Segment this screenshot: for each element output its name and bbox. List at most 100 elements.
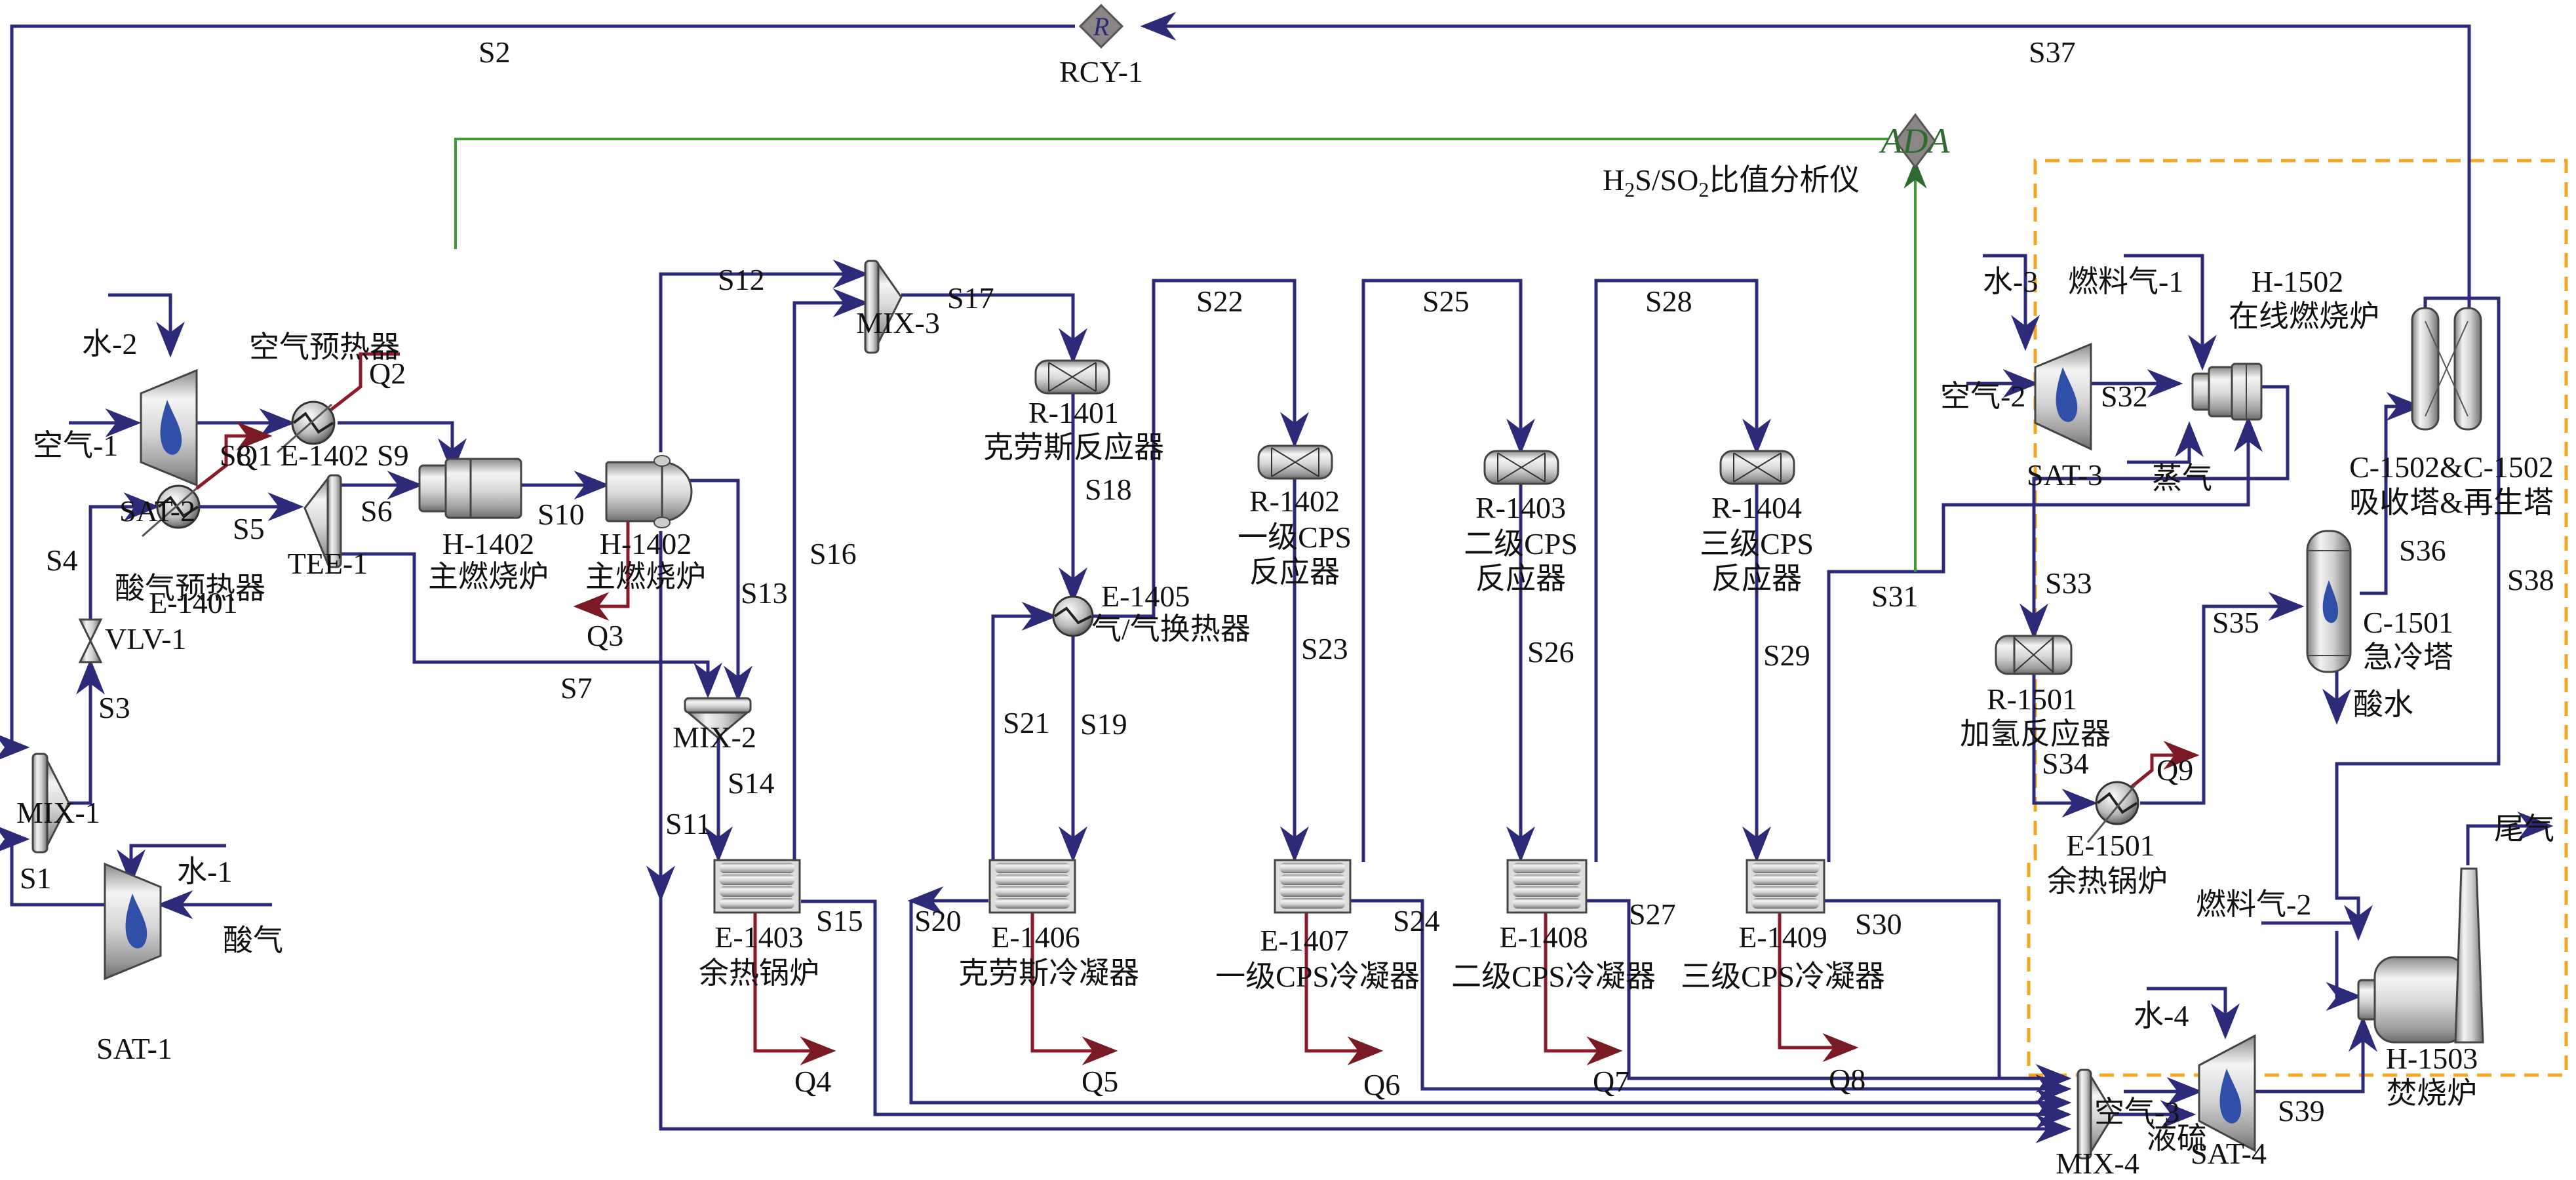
stream-S2[interactable] xyxy=(0,24,1075,762)
energy-Q1[interactable] xyxy=(195,422,273,490)
stream-S22[interactable] xyxy=(1091,279,1309,618)
tail-gas-outlet[interactable] xyxy=(2466,812,2554,865)
stream-S21[interactable] xyxy=(991,602,1058,862)
label-water-2: 水-2 xyxy=(82,327,137,361)
stream-S17[interactable] xyxy=(901,293,1087,364)
label-S3: S3 xyxy=(98,691,130,724)
energy-Q9[interactable] xyxy=(2122,741,2200,795)
stream-S7[interactable] xyxy=(334,552,722,699)
stream-S13[interactable] xyxy=(690,479,752,702)
desc-E-1401: 酸气预热器 xyxy=(115,572,265,605)
label-S23: S23 xyxy=(1301,632,1348,665)
stream-S20-to-mix4[interactable] xyxy=(909,901,2072,1117)
R-1404[interactable] xyxy=(1719,450,1795,485)
E-1401[interactable] xyxy=(142,484,201,538)
label-S39: S39 xyxy=(2278,1094,2325,1128)
E-1407[interactable] xyxy=(1274,859,1352,914)
stream-S24[interactable] xyxy=(1350,899,2072,1103)
stream-S9[interactable] xyxy=(338,421,467,475)
label-steam: 蒸气 xyxy=(2152,462,2212,495)
stream-S1[interactable] xyxy=(0,825,105,907)
energy-Q6[interactable] xyxy=(1304,911,1384,1065)
energy-Q2[interactable] xyxy=(330,352,400,411)
R-1401[interactable] xyxy=(1034,359,1110,395)
stream-S38[interactable] xyxy=(2335,308,2501,941)
stream-S38-to-H1503[interactable] xyxy=(2326,931,2362,1011)
stream-S33[interactable] xyxy=(2020,385,2290,640)
E-1402[interactable] xyxy=(277,401,336,454)
stream-S16[interactable] xyxy=(792,288,869,862)
VLV-1[interactable] xyxy=(78,618,103,663)
SAT-3[interactable] xyxy=(2034,342,2092,451)
SAT-1[interactable] xyxy=(104,862,162,981)
E-1501[interactable] xyxy=(2086,781,2139,843)
E-1403[interactable] xyxy=(605,455,693,528)
label-liquid-sulfur: 液硫 xyxy=(2147,1122,2207,1155)
stream-S27[interactable] xyxy=(1586,899,2072,1093)
label-S34: S34 xyxy=(2042,747,2089,780)
stream-S34[interactable] xyxy=(2032,672,2098,817)
C-1502-pair[interactable] xyxy=(2411,307,2482,431)
label-R-1403: R-1403 xyxy=(1475,491,1566,524)
H-1503[interactable] xyxy=(2357,867,2484,1044)
feed-water-3[interactable] xyxy=(1983,254,2040,351)
stream-S3[interactable] xyxy=(69,658,105,805)
H-1402[interactable] xyxy=(418,458,522,519)
MIX-2[interactable] xyxy=(684,697,752,739)
label-Q8: Q8 xyxy=(1829,1063,1865,1096)
label-air-2: 空气-2 xyxy=(1940,380,2025,413)
feed-water-4[interactable] xyxy=(2147,987,2240,1040)
label-S1: S1 xyxy=(20,861,52,895)
stream-S15[interactable] xyxy=(801,899,2072,1129)
feed-water-2[interactable] xyxy=(108,293,185,358)
label-S2: S2 xyxy=(478,35,511,69)
feed-steam[interactable] xyxy=(2127,421,2204,464)
RCY-1[interactable]: R xyxy=(1078,3,1124,49)
E-1404[interactable] xyxy=(713,859,801,914)
R-1501[interactable] xyxy=(1995,635,2073,675)
energy-Q5[interactable] xyxy=(1030,911,1118,1065)
stream-S25[interactable] xyxy=(1361,279,1535,862)
label-S4: S4 xyxy=(46,543,78,577)
MIX-3[interactable] xyxy=(864,260,903,354)
feed-water-1[interactable] xyxy=(117,844,226,886)
energy-Q4[interactable] xyxy=(753,911,836,1065)
stream-S11-to-mix4[interactable] xyxy=(659,892,2072,1143)
label-R-1401: R-1401 xyxy=(1028,396,1119,429)
desc-E-1402: 空气预热器 xyxy=(249,330,400,364)
energy-Q8[interactable] xyxy=(1778,911,1859,1062)
stream-S4[interactable] xyxy=(88,492,160,620)
E-1406[interactable] xyxy=(988,859,1076,914)
MIX-1[interactable] xyxy=(31,753,70,854)
feed-fuel-gas-1[interactable] xyxy=(2124,254,2217,371)
SAT-4[interactable] xyxy=(2198,1034,2256,1152)
desc-E-1407: 一级CPS冷凝器 xyxy=(1215,960,1420,993)
stream-S31[interactable] xyxy=(1827,416,2263,862)
label-S16: S16 xyxy=(810,537,857,570)
ADA-analyzer[interactable]: ADA xyxy=(1879,113,1951,169)
stream-S37[interactable] xyxy=(1140,11,2471,308)
stream-S36[interactable] xyxy=(2360,392,2423,595)
E-1408[interactable] xyxy=(1506,859,1588,914)
H-1502[interactable] xyxy=(2191,363,2263,421)
C-1501[interactable] xyxy=(2306,530,2352,673)
stream-S39[interactable] xyxy=(2255,1015,2377,1093)
SAT-2[interactable] xyxy=(140,368,198,487)
desc2-R-1403: 反应器 xyxy=(1475,562,1566,595)
energy-Q3[interactable] xyxy=(573,505,630,621)
stream-S28[interactable] xyxy=(1594,279,1771,862)
label-S21: S21 xyxy=(1003,706,1050,739)
label-S6: S6 xyxy=(361,494,393,528)
MIX-4[interactable] xyxy=(2077,1069,2115,1160)
stream-S12[interactable] xyxy=(659,260,869,452)
R-1403[interactable] xyxy=(1483,450,1559,485)
E-1409[interactable] xyxy=(1746,859,1825,914)
label-MIX-2: MIX-2 xyxy=(673,720,756,754)
energy-Q7[interactable] xyxy=(1544,911,1623,1065)
E-1405[interactable] xyxy=(1052,595,1094,637)
stream-S30[interactable] xyxy=(1822,899,2001,1078)
stream-S35[interactable] xyxy=(2140,592,2305,805)
R-1402[interactable] xyxy=(1257,444,1333,480)
TEE-1[interactable] xyxy=(303,474,342,568)
label-tail-gas: 尾气 xyxy=(2494,812,2554,846)
